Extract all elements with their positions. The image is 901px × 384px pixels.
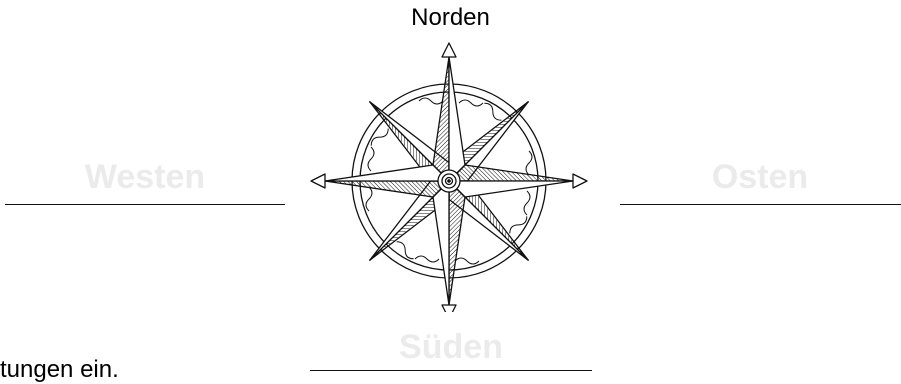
compass-center-hub: [438, 170, 460, 192]
east-label: Osten: [620, 158, 900, 197]
instruction-text: tungen ein.: [0, 356, 119, 384]
north-label: Norden: [0, 4, 901, 32]
east-answer-line: [620, 204, 901, 205]
west-label: Westen: [5, 158, 285, 197]
south-answer-line: [310, 370, 592, 371]
south-label: Süden: [310, 328, 592, 367]
compass-rose-icon: [300, 40, 600, 312]
west-answer-line: [5, 204, 285, 205]
